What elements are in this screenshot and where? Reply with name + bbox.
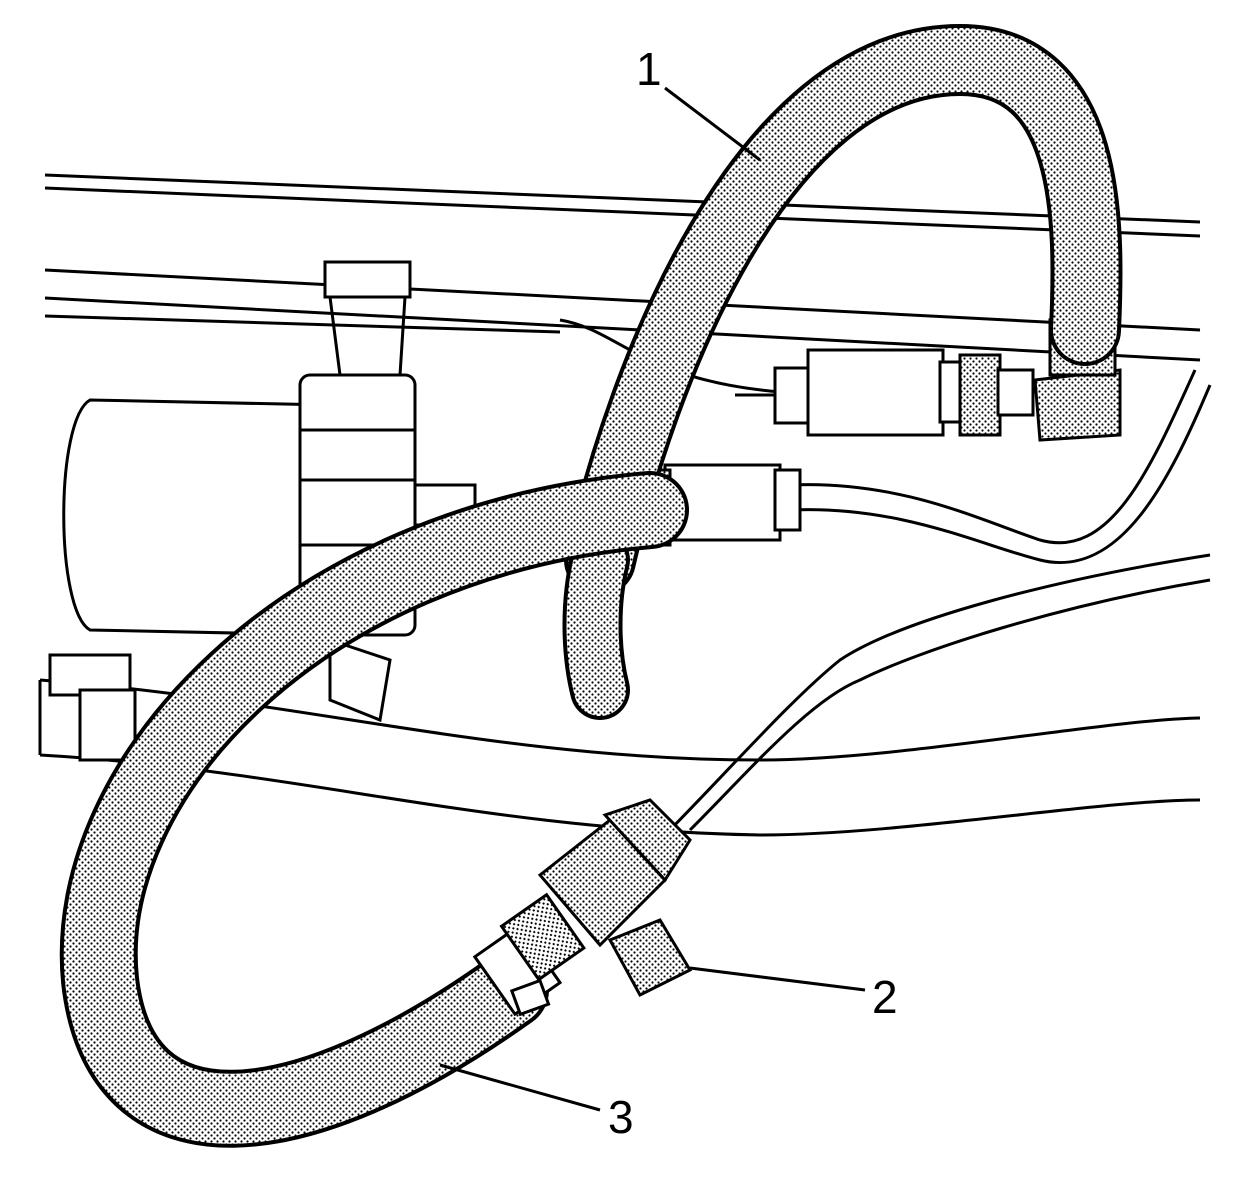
hose-1: [562, 23, 1123, 720]
leader-lines: [439, 86, 866, 1112]
callout-label-2: 2: [872, 971, 898, 1023]
callout-label-1: 1: [636, 43, 662, 95]
inline-fittings: [638, 318, 1122, 547]
hose-3: [59, 471, 689, 1148]
callout-label-3: 3: [608, 1091, 634, 1143]
tee-fitting: [472, 798, 693, 1017]
bracket-clip: [48, 653, 137, 762]
steel-fuel-line: [658, 369, 1212, 842]
